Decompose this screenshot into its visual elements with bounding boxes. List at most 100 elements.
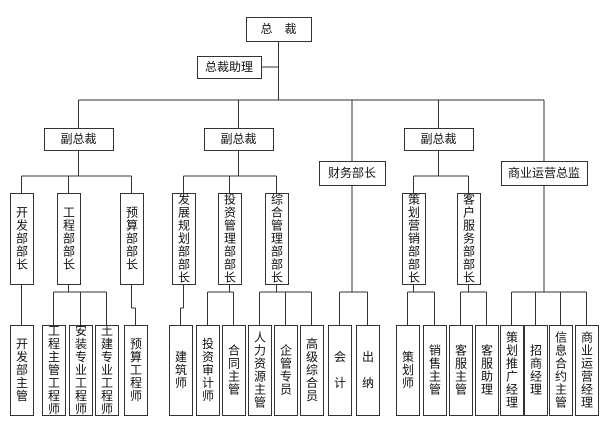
- node-label: 开发部部长: [15, 206, 29, 271]
- connector-lines: [21, 41, 587, 325]
- node-eng-head: 工程部部长: [57, 193, 81, 285]
- node-promo-mgr: 策划推广经理: [500, 325, 524, 416]
- node-box: [197, 56, 262, 79]
- node-box: [95, 325, 119, 416]
- node-assistant: 总裁助理: [197, 56, 262, 79]
- node-commercial: 商业运营总监: [501, 161, 588, 186]
- node-box: [222, 325, 246, 416]
- node-box: [457, 193, 481, 285]
- node-senior-admin: 高级综合员: [300, 325, 324, 416]
- node-vp2: 副总裁: [204, 128, 274, 151]
- node-box: [57, 193, 81, 285]
- node-box: [300, 325, 324, 416]
- node-box: [328, 325, 352, 416]
- node-label: 副总裁: [420, 132, 456, 146]
- node-label: 土建专业工程师: [100, 324, 114, 415]
- node-box: [169, 325, 193, 416]
- node-budget-eng: 预算工程师: [124, 325, 148, 416]
- node-box: [204, 128, 274, 151]
- node-label: 安装专业工程师: [74, 323, 88, 415]
- node-box: [449, 325, 473, 416]
- node-box: [575, 325, 599, 416]
- node-label: 投资管理部部长: [223, 192, 237, 284]
- node-label: 商业运营总监: [508, 165, 580, 180]
- node-sales-mgr: 销售主管: [423, 325, 447, 416]
- node-label: 发展规划部部长: [177, 192, 191, 284]
- node-label: 开发部主管: [15, 338, 29, 403]
- node-label: 客服助理: [480, 343, 494, 396]
- node-label: 策划推广经理: [505, 331, 519, 409]
- node-hr-mgr: 人力资源主管: [248, 325, 272, 416]
- node-box: [423, 325, 447, 416]
- node-box: [44, 128, 114, 151]
- node-label: 综合管理部部长: [270, 193, 284, 284]
- node-box: [218, 193, 242, 285]
- node-label: 合同主管: [227, 343, 241, 396]
- node-ceo: 总 裁: [246, 17, 312, 42]
- node-vp1: 副总裁: [44, 128, 114, 151]
- node-label: 工程主管工程师: [47, 325, 61, 416]
- node-label: 总裁助理: [205, 60, 253, 74]
- node-box: [500, 325, 524, 416]
- node-box: [404, 128, 474, 151]
- node-label: 财务部长: [328, 165, 376, 180]
- node-dev-head: 开发部部长: [10, 193, 34, 285]
- node-box: [10, 193, 34, 285]
- node-label: 建筑师: [174, 350, 188, 389]
- node-box: [172, 193, 196, 285]
- node-box: [501, 161, 588, 186]
- node-box: [274, 325, 298, 416]
- node-box: [265, 193, 289, 285]
- node-box: [356, 325, 380, 416]
- node-ops-mgr: 商业运营经理: [575, 325, 599, 416]
- node-box: [196, 325, 220, 416]
- node-eng-supervisor: 工程主管工程师: [42, 325, 66, 416]
- node-box: [475, 325, 499, 416]
- node-leasing-mgr: 招商经理: [524, 325, 548, 416]
- node-install-eng: 安装专业工程师: [69, 323, 93, 416]
- node-marketing-head: 策划营销部部长: [402, 193, 426, 285]
- node-label: 人力资源主管: [253, 331, 267, 409]
- node-box: [42, 325, 66, 416]
- node-accountant: 会 计: [328, 325, 352, 416]
- node-box: [248, 325, 272, 416]
- node-label: 销售主管: [428, 344, 442, 396]
- node-info-mgr: 信息合约主管: [549, 325, 573, 416]
- node-box: [319, 161, 386, 186]
- node-label: 副总裁: [220, 132, 256, 146]
- node-box: [120, 193, 144, 285]
- node-label: 策划营销部部长: [407, 193, 421, 284]
- node-architect: 建筑师: [169, 325, 193, 416]
- node-finance: 财务部长: [319, 161, 386, 186]
- node-label: 高级综合员: [305, 336, 319, 402]
- node-planning-head: 发展规划部部长: [172, 192, 196, 285]
- node-dev-manager: 开发部主管: [10, 325, 34, 416]
- node-service-mgr: 客服主管: [449, 325, 473, 416]
- node-box: [402, 193, 426, 285]
- node-label: 副总裁: [60, 132, 96, 146]
- node-label: 预算工程师: [129, 337, 143, 402]
- node-label: 预算部部长: [125, 206, 139, 271]
- node-service-asst: 客服助理: [475, 325, 499, 416]
- node-civil-eng: 土建专业工程师: [95, 324, 119, 416]
- node-label: 总 裁: [260, 22, 296, 36]
- node-cashier: 出 纳: [356, 325, 380, 416]
- node-vp3: 副总裁: [404, 128, 474, 151]
- node-budget-head: 预算部部长: [120, 193, 144, 285]
- node-label: 信息合约主管: [554, 331, 568, 409]
- node-label: 客户服务部部长: [462, 192, 476, 284]
- node-box: [69, 325, 93, 416]
- node-box: [396, 325, 420, 416]
- node-box: [549, 325, 573, 416]
- node-label: 策划师: [401, 350, 415, 389]
- node-label: 招商经理: [529, 344, 543, 396]
- node-label: 工程部部长: [62, 206, 76, 271]
- node-auditor: 投资审计师: [196, 325, 220, 416]
- node-box: [246, 17, 312, 42]
- node-label: 出 纳: [361, 350, 375, 389]
- node-corp-mgr: 企管专员: [274, 325, 298, 416]
- node-box: [524, 325, 548, 416]
- node-contract-mgr: 合同主管: [222, 325, 246, 416]
